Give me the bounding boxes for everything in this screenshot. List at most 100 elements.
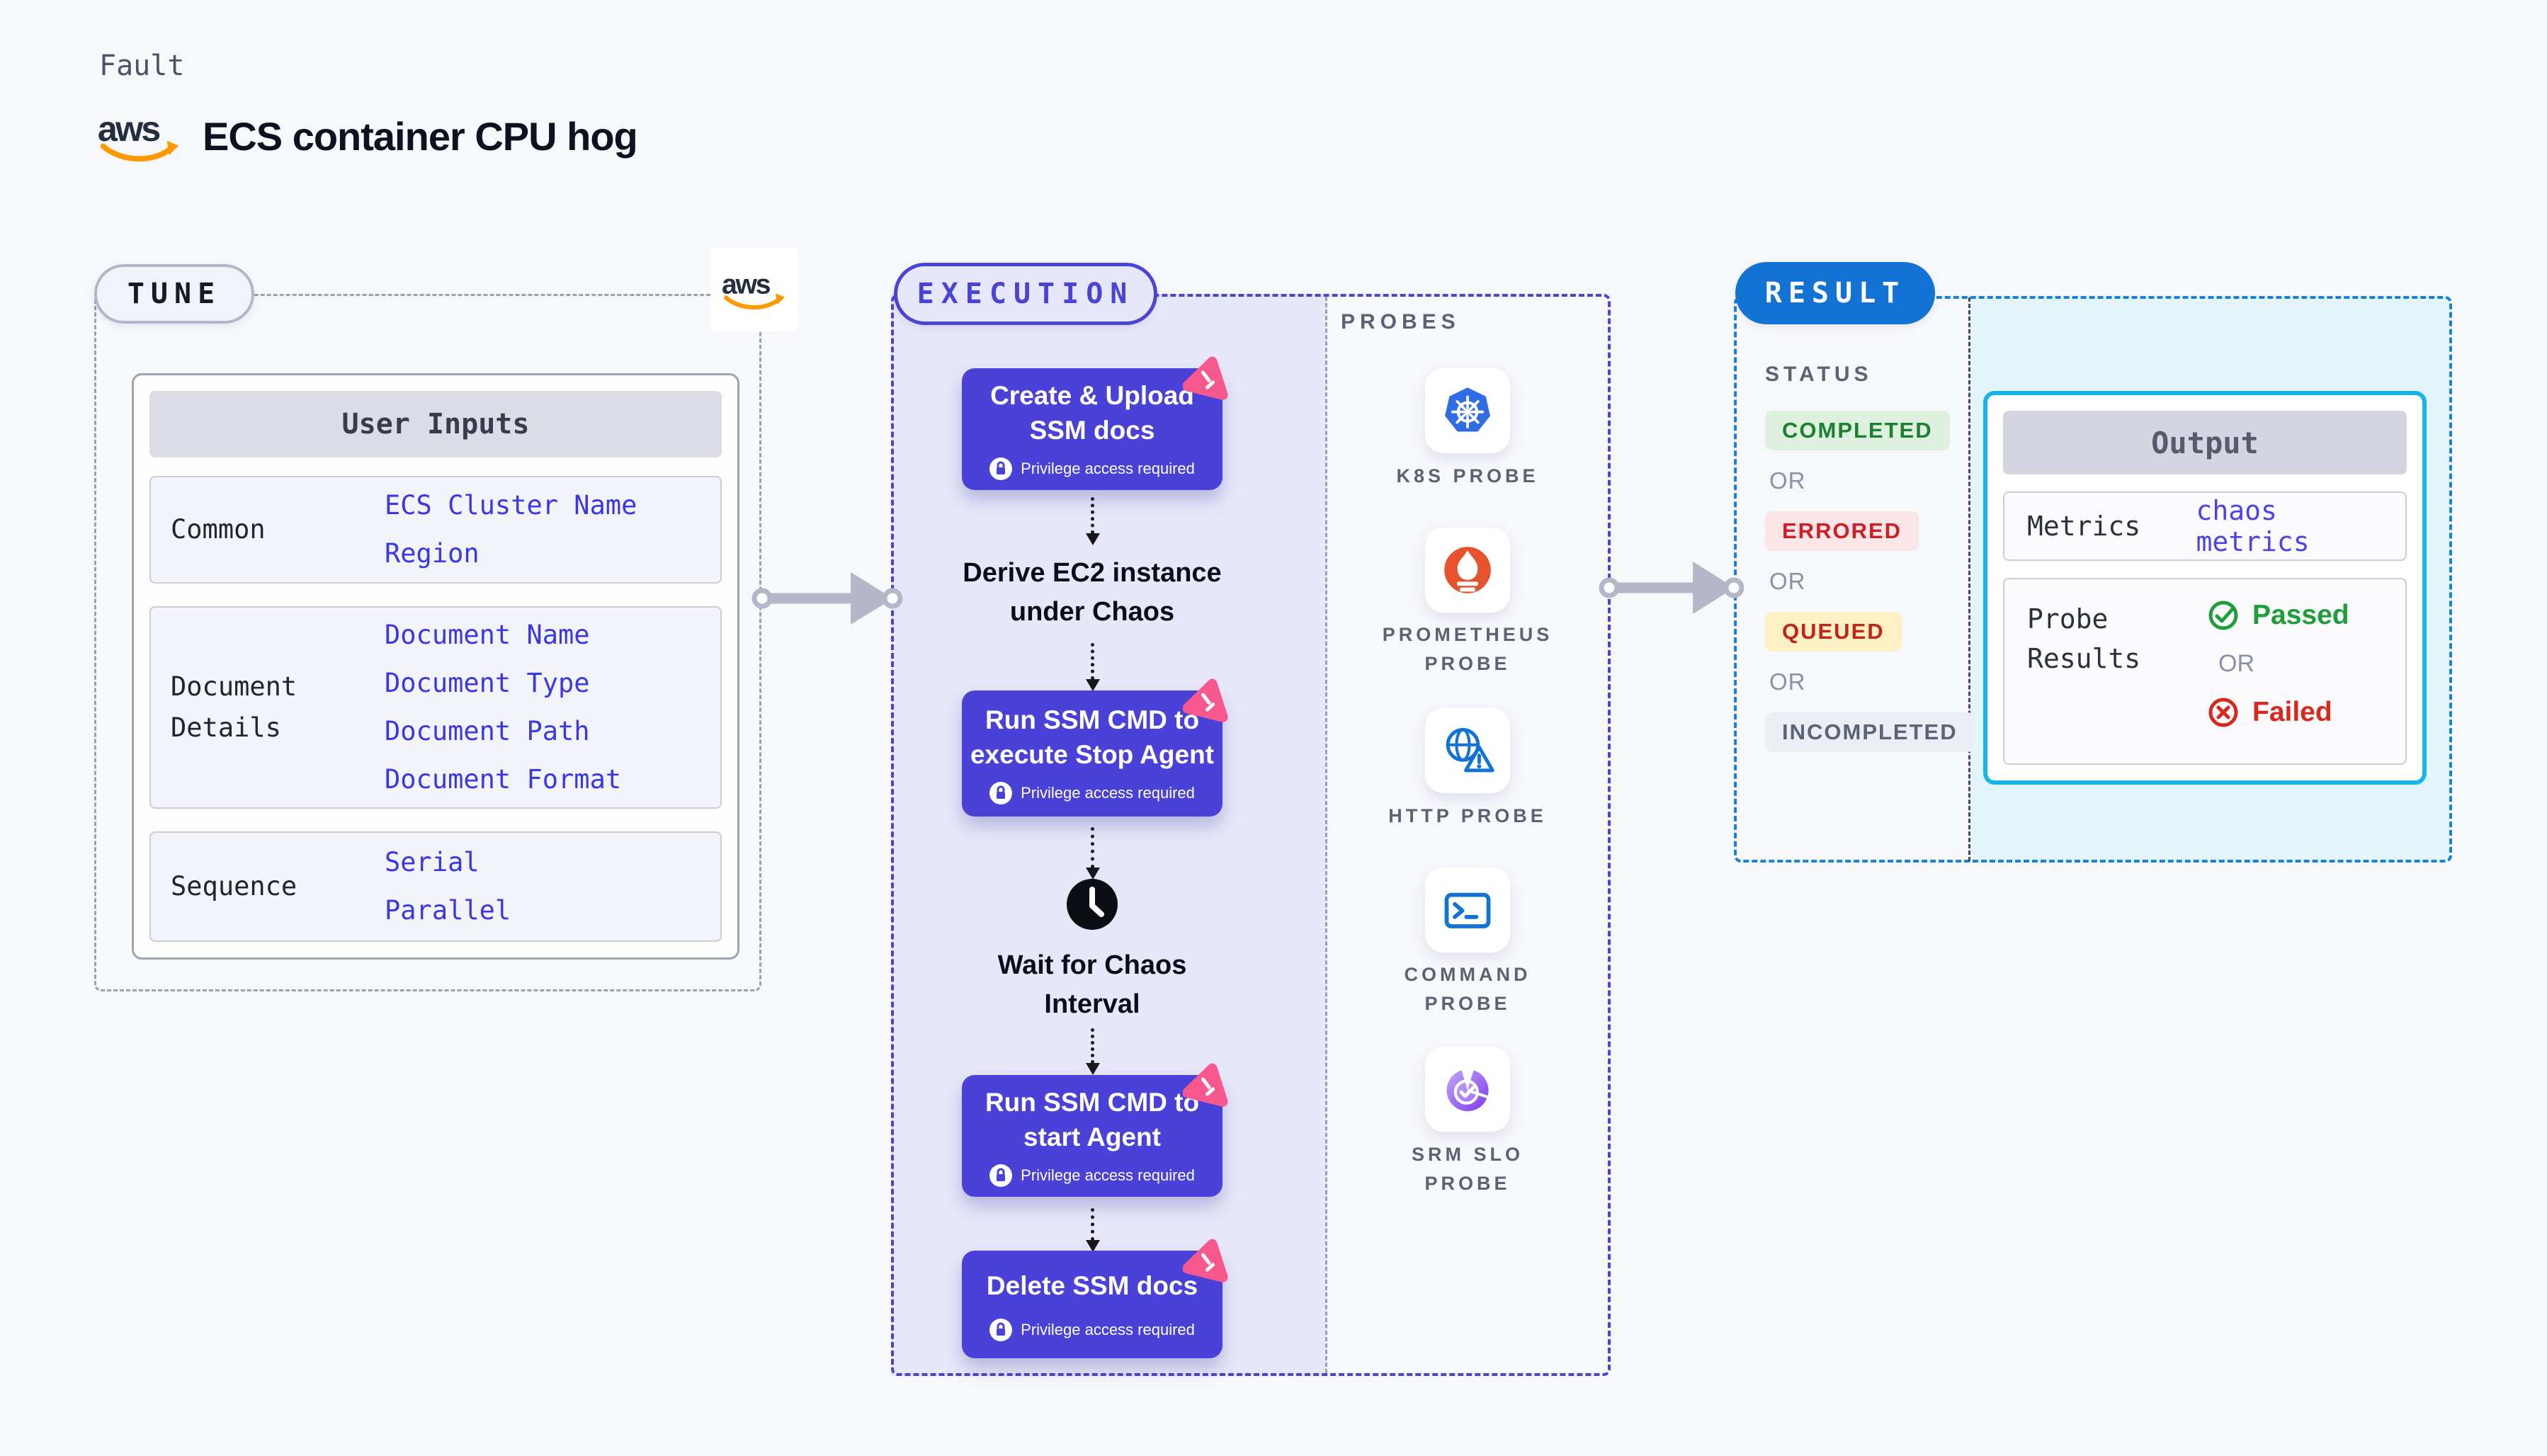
- table-row-common: Common ECS Cluster Name Region: [149, 476, 722, 584]
- metrics-label: Metrics: [2027, 511, 2141, 542]
- or-separator: OR: [1769, 669, 1806, 695]
- probe-results-label: Probe Results: [2027, 603, 2141, 674]
- page-title: ECS container CPU hog: [203, 113, 638, 159]
- svg-text:aws: aws: [98, 108, 159, 149]
- step-title-line: SSM docs: [1029, 416, 1155, 445]
- aws-logo: aws: [98, 108, 179, 162]
- status-badge-errored: ERRORED: [1765, 511, 1919, 551]
- step-derive-ec2-instance: Derive EC2 instance under Chaos: [943, 554, 1241, 632]
- probe-label-line: SRM SLO: [1411, 1144, 1524, 1165]
- probe-result-passed: Passed: [2207, 599, 2349, 632]
- tune-section-label: TUNE: [94, 264, 254, 324]
- chaos-badge-icon: [1183, 678, 1228, 722]
- probe-label-command: COMMAND PROBE: [1326, 960, 1609, 1018]
- probe-label-http: HTTP PROBE: [1326, 802, 1609, 831]
- output-table: Output Metrics chaos metrics Probe Resul…: [1983, 391, 2427, 785]
- input-value: Parallel: [385, 895, 511, 926]
- row-label: Document Details: [171, 671, 297, 743]
- step-delete-ssm-docs: Delete SSM docs Privilege access require…: [962, 1239, 1228, 1358]
- execution-section-outline: [891, 294, 1611, 1376]
- connector-arrow-down: [1086, 1208, 1100, 1252]
- page-header: aws ECS container CPU hog: [95, 108, 638, 164]
- user-inputs-table: User Inputs Common ECS Cluster Name Regi…: [132, 373, 739, 960]
- row-values: Serial Parallel: [385, 848, 720, 926]
- probe-result-failed: Failed: [2207, 696, 2349, 729]
- step-title: Create & Upload SSM docs: [990, 378, 1194, 448]
- chaos-badge-icon: [1183, 1239, 1228, 1282]
- probe-label-srm-slo: SRM SLO PROBE: [1326, 1140, 1609, 1198]
- probe-label-line: HTTP PROBE: [1388, 805, 1547, 826]
- step-title: Run SSM CMD to start Agent: [985, 1085, 1199, 1154]
- step-create-upload-ssm-docs: Create & Upload SSM docs Privilege acces…: [962, 356, 1228, 490]
- probes-divider: [1325, 297, 1327, 1373]
- prometheus-icon: [1444, 547, 1491, 593]
- privilege-text: Privilege access required: [1021, 1320, 1195, 1338]
- connector-arrow-down: [1086, 497, 1100, 545]
- metrics-value: chaos metrics: [2196, 495, 2310, 557]
- status-panel: STATUS COMPLETED OR ERRORED OR QUEUED OR…: [1765, 363, 1975, 752]
- step-title-line: Run SSM CMD to: [985, 705, 1200, 734]
- input-value: ECS Cluster Name: [385, 490, 637, 521]
- step-run-ssm-cmd-stop-agent: Run SSM CMD to execute Stop Agent Privil…: [962, 678, 1228, 817]
- failed-text: Failed: [2252, 697, 2332, 727]
- input-value: Document Name: [385, 620, 590, 650]
- privilege-text: Privilege access required: [1021, 460, 1195, 477]
- table-row-sequence: Sequence Serial Parallel: [149, 831, 722, 942]
- svg-text:aws: aws: [722, 269, 771, 300]
- user-inputs-header: User Inputs: [149, 391, 722, 457]
- probe-label-line: K8S PROBE: [1396, 465, 1539, 487]
- probe-label-line: PROMETHEUS: [1382, 624, 1553, 645]
- probe-card-k8s: [1425, 368, 1510, 453]
- probe-card-http: [1425, 708, 1510, 793]
- fault-eyebrow-label: Fault: [99, 50, 185, 82]
- probes-panel-title: PROBES: [1341, 310, 1460, 334]
- status-badge-queued: QUEUED: [1765, 612, 1902, 652]
- status-badge-completed: COMPLETED: [1765, 411, 1950, 450]
- clock-icon: [1066, 878, 1118, 934]
- probe-results-values: Passed OR Failed: [2197, 599, 2349, 729]
- probe-label-line: PROBE: [1424, 1173, 1511, 1194]
- execution-section-label: EXECUTION: [894, 263, 1157, 325]
- connector-arrow-down: [1086, 643, 1100, 691]
- probe-label-line: PROBE: [1424, 653, 1511, 674]
- input-value: Document Type: [385, 668, 590, 698]
- probe-label-line: PROBE: [1424, 993, 1511, 1014]
- step-title-line: Derive EC2 instance: [963, 558, 1222, 588]
- lock-icon: [989, 782, 1013, 804]
- probe-label-line: COMMAND: [1404, 964, 1531, 985]
- execution-label-text: EXECUTION: [917, 278, 1135, 310]
- output-header: Output: [2003, 411, 2407, 474]
- connector-arrow-down: [1086, 827, 1100, 880]
- step-run-ssm-cmd-start-agent: Run SSM CMD to start Agent Privilege acc…: [962, 1063, 1228, 1197]
- step-title-line: under Chaos: [1009, 597, 1175, 627]
- status-badge-incompleted: INCOMPLETED: [1765, 712, 1975, 752]
- step-wait-for-chaos-interval: Wait for Chaos Interval: [943, 946, 1241, 1024]
- output-row-metrics: Metrics chaos metrics: [2003, 491, 2407, 561]
- privilege-note: Privilege access required: [989, 1318, 1195, 1341]
- http-globe-icon: [1446, 728, 1494, 773]
- step-title: Run SSM CMD to execute Stop Agent: [970, 703, 1214, 772]
- step-title-line: start Agent: [1023, 1122, 1161, 1151]
- step-title-line: Delete SSM docs: [986, 1270, 1198, 1300]
- probe-card-prometheus: [1425, 528, 1510, 613]
- input-value: Region: [385, 538, 480, 569]
- row-label: Sequence: [171, 871, 297, 902]
- step-title-line: Run SSM CMD to: [985, 1088, 1200, 1117]
- step-title: Delete SSM docs: [987, 1268, 1198, 1303]
- input-value: Document Format: [385, 764, 622, 795]
- check-circle-icon: [2208, 601, 2238, 630]
- step-title-line: Wait for Chaos: [997, 950, 1187, 980]
- command-terminal-icon: [1444, 892, 1491, 928]
- row-values: Document Name Document Type Document Pat…: [385, 621, 720, 794]
- row-values: ECS Cluster Name Region: [385, 491, 720, 568]
- or-separator: OR: [1769, 568, 1806, 594]
- srm-slo-icon: [1446, 1067, 1490, 1112]
- kubernetes-icon: [1445, 387, 1490, 432]
- chaos-badge-icon: [1183, 356, 1228, 400]
- probe-label-k8s: K8S PROBE: [1326, 462, 1609, 491]
- probe-card-command: [1425, 868, 1510, 952]
- privilege-note: Privilege access required: [989, 1164, 1195, 1187]
- probe-label-prometheus: PROMETHEUS PROBE: [1326, 620, 1609, 678]
- chaos-badge-icon: [1183, 1063, 1228, 1107]
